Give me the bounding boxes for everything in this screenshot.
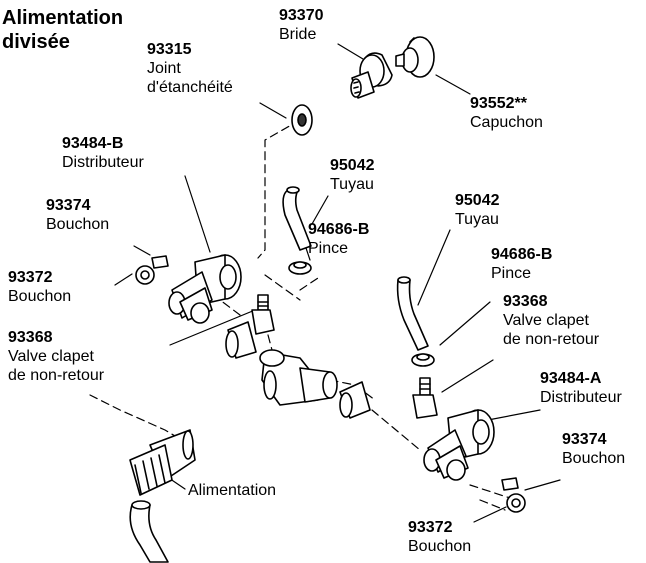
title-line-2: divisée bbox=[2, 31, 70, 53]
bouchon-left-parts bbox=[135, 255, 169, 285]
label-bouchon-93374-left: 93374 Bouchon bbox=[46, 196, 109, 234]
distributeur-a-part bbox=[423, 409, 495, 481]
label-valve-left: 93368 Valve clapet de non-retour bbox=[8, 328, 104, 385]
leader-lines bbox=[114, 43, 561, 523]
part-name: Bouchon bbox=[8, 288, 72, 305]
part-number: 94686-B bbox=[491, 246, 553, 263]
part-number: 93374 bbox=[562, 431, 607, 448]
part-name: Bouchon bbox=[46, 216, 110, 233]
part-name: Pince bbox=[491, 265, 532, 282]
label-joint: 93315 Joint d'étanchéité bbox=[147, 40, 233, 97]
label-tuyau-right: 95042 Tuyau bbox=[455, 191, 500, 229]
part-number: 95042 bbox=[330, 157, 375, 174]
part-number: 93372 bbox=[8, 269, 53, 286]
alimentation-part bbox=[129, 429, 196, 563]
label-tuyau-left: 95042 Tuyau bbox=[330, 156, 375, 194]
part-number: 93368 bbox=[8, 329, 53, 346]
label-bouchon-93372-left: 93372 Bouchon bbox=[8, 268, 71, 306]
part-name: Bride bbox=[279, 26, 317, 43]
label-pince-right: 94686-B Pince bbox=[491, 245, 552, 283]
part-name: Capuchon bbox=[470, 114, 543, 131]
distributeur-b-part bbox=[168, 254, 242, 324]
part-name: Bouchon bbox=[562, 450, 626, 467]
part-number: 93552** bbox=[470, 95, 527, 112]
part-name: Alimentation bbox=[188, 482, 277, 499]
part-number: 93372 bbox=[408, 519, 453, 536]
part-name: Joint bbox=[147, 60, 181, 77]
bride-part bbox=[350, 52, 393, 99]
label-pince-left: 94686-B Pince bbox=[308, 220, 369, 258]
bouchon-right-parts bbox=[501, 477, 526, 513]
part-number: 95042 bbox=[455, 192, 500, 209]
part-name: de non-retour bbox=[503, 331, 600, 348]
label-bouchon-93374-right: 93374 Bouchon bbox=[562, 430, 625, 468]
label-alimentation: Alimentation bbox=[188, 481, 276, 500]
part-name: Valve clapet bbox=[8, 348, 94, 365]
part-name: Valve clapet bbox=[503, 312, 589, 329]
label-distributeur-a: 93484-A Distributeur bbox=[540, 369, 622, 407]
part-number: 93484-A bbox=[540, 370, 602, 387]
part-number: 93374 bbox=[46, 197, 91, 214]
part-name: Pince bbox=[308, 240, 349, 257]
part-number: 93484-B bbox=[62, 135, 124, 152]
part-number: 93315 bbox=[147, 41, 192, 58]
tee-part bbox=[225, 321, 371, 419]
label-valve-right: 93368 Valve clapet de non-retour bbox=[503, 292, 599, 349]
valve-right-part bbox=[412, 377, 438, 419]
part-name: Bouchon bbox=[408, 538, 472, 555]
part-name: de non-retour bbox=[8, 367, 105, 384]
label-distributeur-b: 93484-B Distributeur bbox=[62, 134, 144, 172]
part-number: 93370 bbox=[279, 7, 324, 24]
part-number: 94686-B bbox=[308, 221, 370, 238]
part-name: d'étanchéité bbox=[147, 79, 233, 96]
tuyau-left-part bbox=[282, 186, 312, 275]
diagram-title: Alimentation divisée bbox=[2, 6, 123, 54]
capuchon-part bbox=[395, 36, 435, 78]
part-number: 93368 bbox=[503, 293, 548, 310]
title-line-1: Alimentation bbox=[2, 7, 124, 29]
label-bride: 93370 Bride bbox=[279, 6, 324, 44]
label-bouchon-93372-right: 93372 Bouchon bbox=[408, 518, 471, 556]
part-name: Distributeur bbox=[540, 389, 622, 406]
joint-part bbox=[291, 104, 313, 136]
label-capuchon: 93552** Capuchon bbox=[470, 94, 543, 132]
tuyau-right-part bbox=[396, 276, 435, 367]
valve-left-part bbox=[251, 294, 275, 335]
part-name: Tuyau bbox=[330, 176, 374, 193]
part-name: Tuyau bbox=[455, 211, 499, 228]
part-name: Distributeur bbox=[62, 154, 144, 171]
